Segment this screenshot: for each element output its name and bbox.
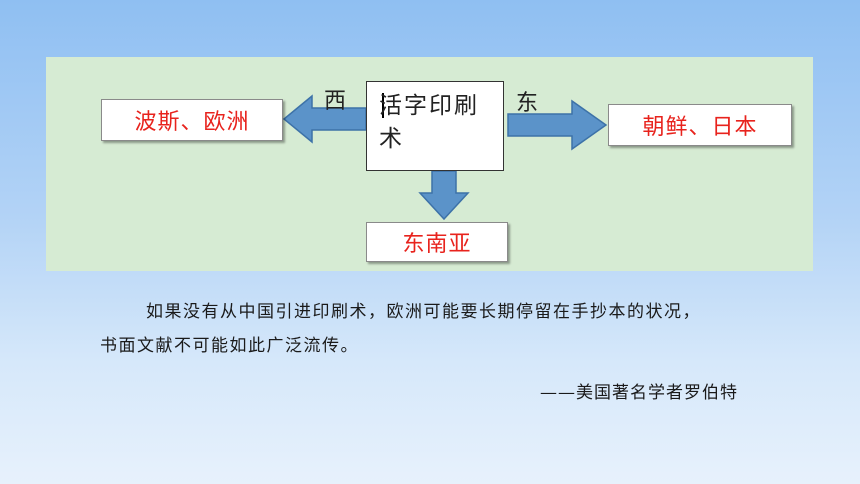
east-destination-box: 朝鲜、日本 [608,104,792,146]
east-label: 东 [516,91,539,116]
east-arrow [507,99,608,151]
west-label: 西 [324,89,347,114]
text-cursor [382,93,384,118]
center-box: 活字印刷术 [366,81,504,171]
quote-text: 如果没有从中国引进印刷术，欧洲可能要长期停留在手抄本的状况， 书面文献不可能如此… [100,295,800,363]
west-arrow [282,94,367,144]
quote-attribution: ——美国著名学者罗伯特 [540,383,738,403]
quote-line-1: 如果没有从中国引进印刷术，欧洲可能要长期停留在手抄本的状况， [146,302,701,322]
east-destination: 朝鲜、日本 [642,115,758,140]
diagram-panel: 活字印刷术 西 东 波斯、欧洲 朝鲜、日本 东南亚 [46,57,813,271]
center-label: 活字印刷术 [379,93,479,152]
west-destination-box: 波斯、欧洲 [101,99,283,141]
south-arrow [418,170,470,221]
south-destination-box: 东南亚 [366,222,508,262]
west-destination: 波斯、欧洲 [134,110,250,135]
south-destination: 东南亚 [402,232,472,257]
quote-line-2: 书面文献不可能如此广泛流传。 [100,336,359,356]
